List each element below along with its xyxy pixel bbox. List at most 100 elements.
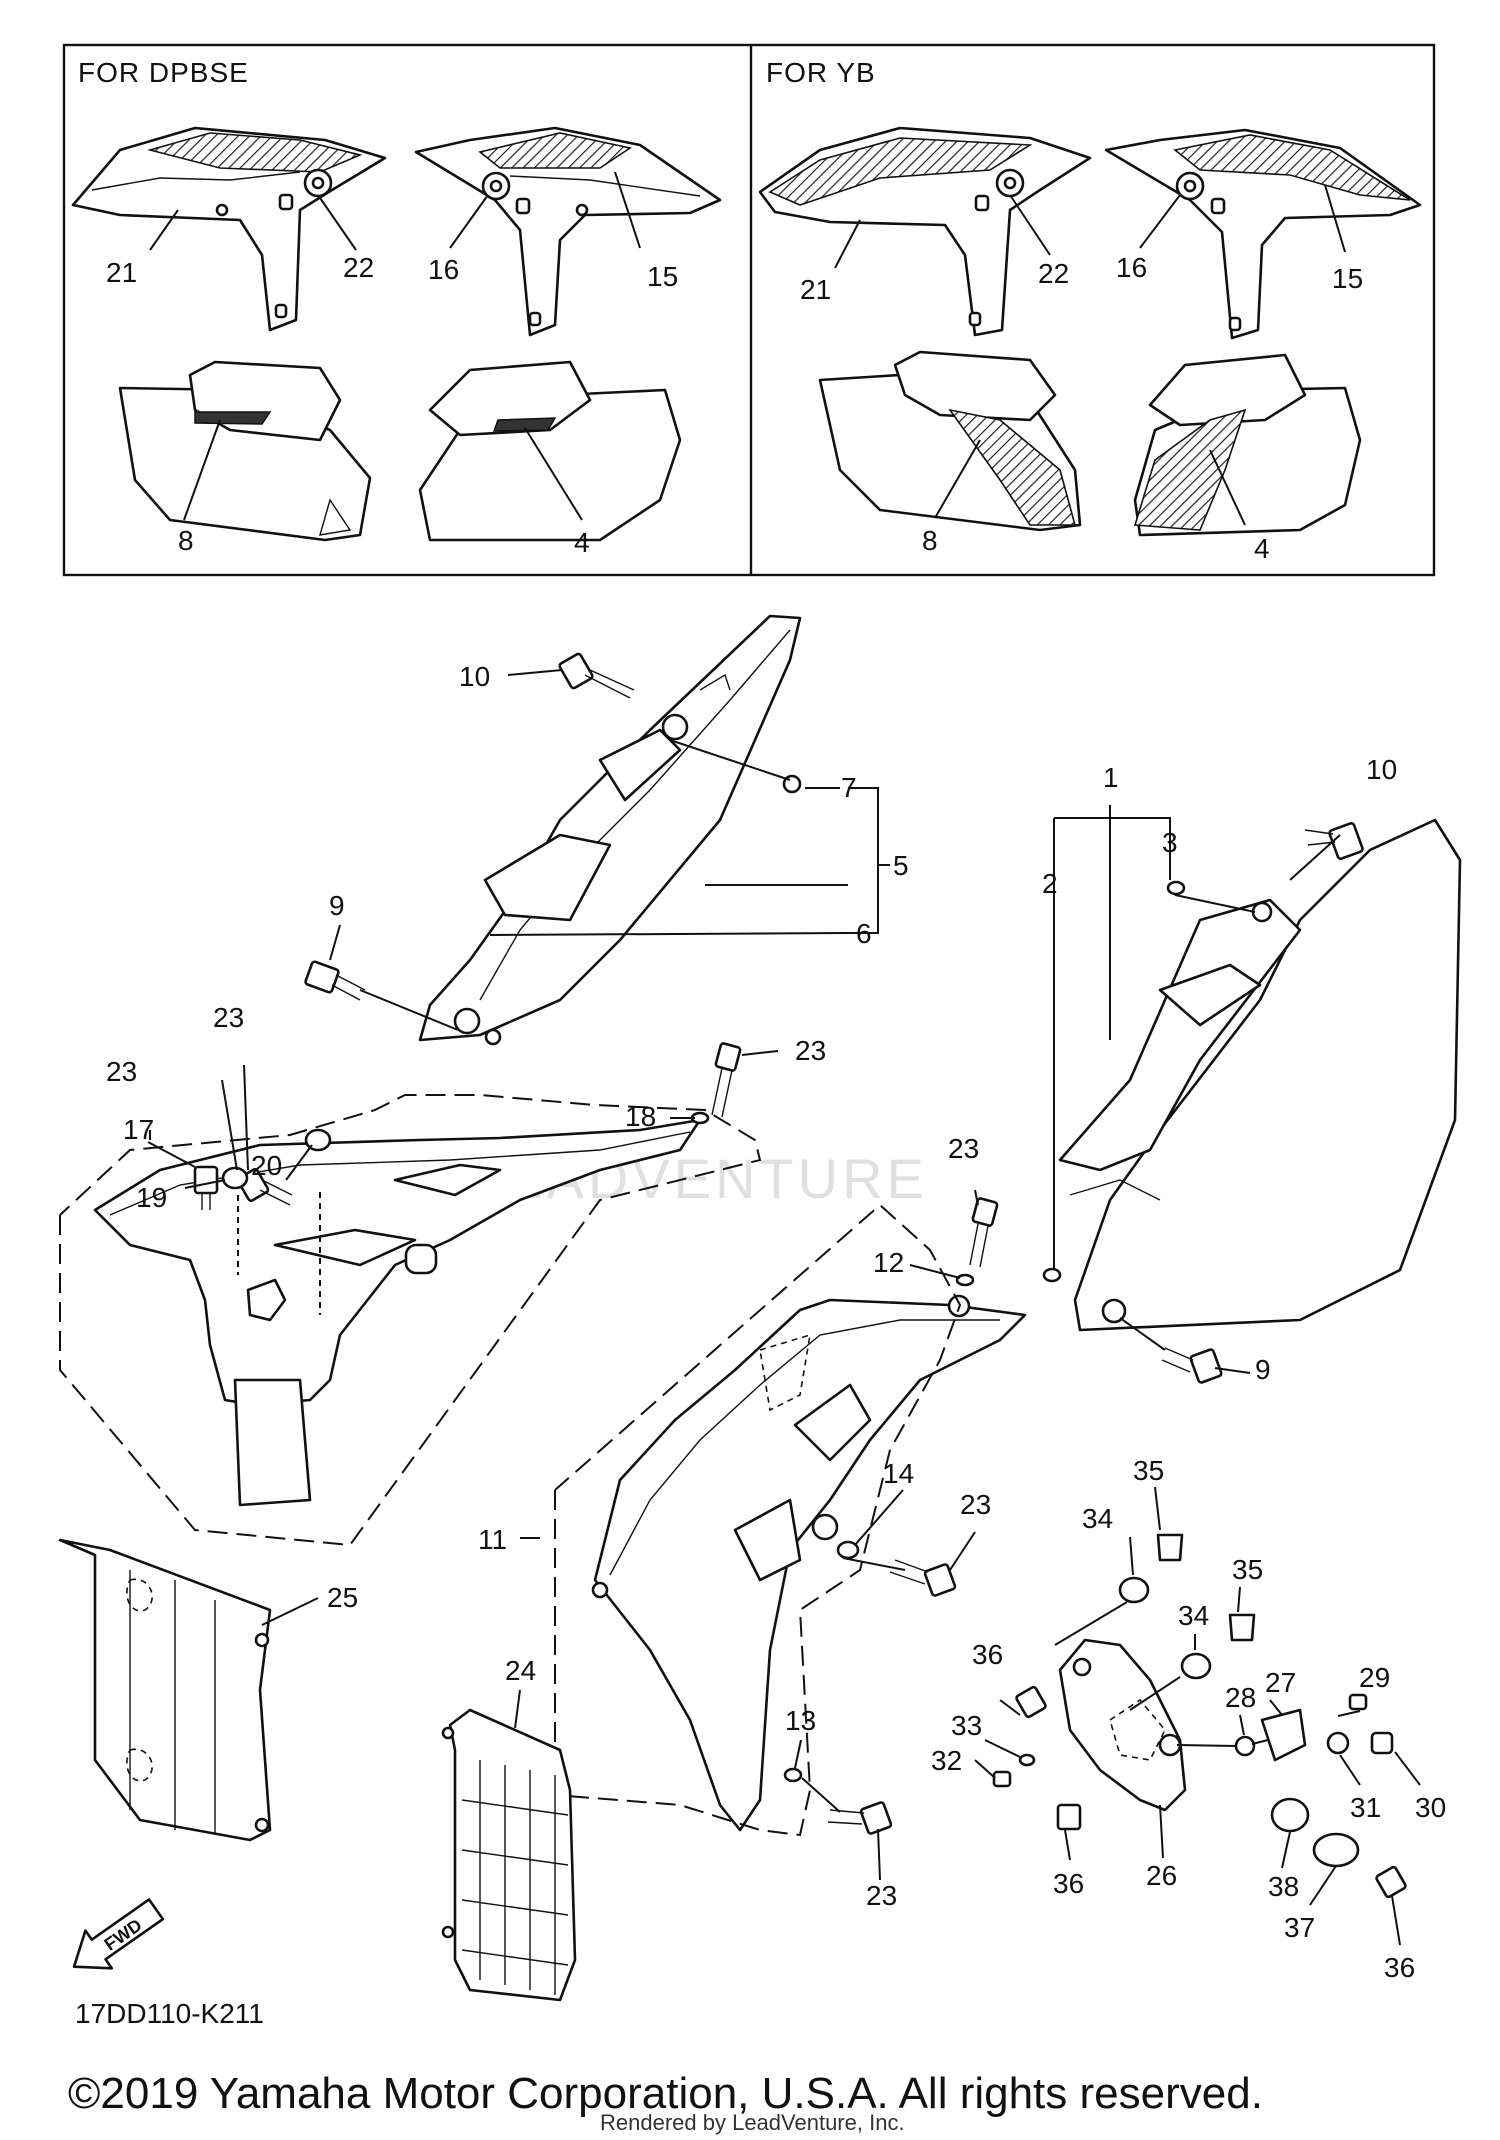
- callout-inset-yb-15: 15: [1332, 263, 1363, 294]
- callout-13: 13: [785, 1705, 816, 1736]
- nut-32: [992, 1770, 1012, 1788]
- washer-6: [484, 1028, 502, 1046]
- collar-38: [1270, 1797, 1310, 1833]
- screw-29: [1348, 1693, 1368, 1711]
- callout-26: 26: [1146, 1860, 1177, 1891]
- callout-inset-yb-16: 16: [1116, 252, 1147, 283]
- callout-3: 3: [1162, 827, 1178, 858]
- callout-24: 24: [505, 1655, 536, 1686]
- bolt-23-d: [969, 1197, 999, 1268]
- callout-1: 1: [1103, 762, 1119, 793]
- inset-dpbse-sidecover-right: [418, 360, 682, 542]
- bolt-36-b: [1056, 1803, 1082, 1831]
- bolt-36-c: [1375, 1865, 1407, 1899]
- bolt-10-upper: [558, 652, 635, 699]
- grommet-2: [1042, 1267, 1062, 1283]
- bolt-23-e: [889, 1559, 957, 1597]
- damper-34a: [1118, 1576, 1150, 1604]
- callout-7: 7: [841, 772, 857, 803]
- callout-34-a: 34: [1082, 1503, 1113, 1534]
- clip-28: [1234, 1735, 1256, 1757]
- inset-dpbse-callouts: 21 22 16 15 8 4: [106, 171, 678, 558]
- callout-30: 30: [1415, 1792, 1446, 1823]
- callout-9-upper: 9: [329, 890, 345, 921]
- callout-20: 20: [251, 1150, 282, 1181]
- drawing-code: 17DD110-K211: [75, 1998, 264, 2029]
- inset-yb-callouts: 21 22 16 15 8 4: [800, 184, 1363, 564]
- bolt-23-f: [827, 1801, 893, 1835]
- callout-10-upper: 10: [459, 661, 490, 692]
- callout-23-d: 23: [948, 1133, 979, 1164]
- callout-14: 14: [883, 1458, 914, 1489]
- callout-17: 17: [123, 1114, 154, 1145]
- side-cover-right: [1058, 818, 1462, 1332]
- callout-29: 29: [1359, 1662, 1390, 1693]
- inset-yb-sidecover-right: [1133, 353, 1362, 537]
- washer-33: [1018, 1753, 1036, 1767]
- shroud-right-assembly-outline: [554, 1203, 962, 1837]
- callout-labels: 10 7 5 6 9 1 2 3 10 9 23 23 23 17 18 19 …: [106, 661, 1446, 1983]
- callout-inset-dpbse-16: 16: [428, 254, 459, 285]
- callout-inset-dpbse-22: 22: [343, 252, 374, 283]
- callout-5: 5: [893, 850, 909, 881]
- callout-2: 2: [1042, 868, 1058, 899]
- bolt-10-right: [1304, 822, 1364, 860]
- callout-35-b: 35: [1232, 1554, 1263, 1585]
- callout-6: 6: [856, 918, 872, 949]
- callout-inset-yb-22: 22: [1038, 258, 1069, 289]
- callout-23-b: 23: [106, 1056, 137, 1087]
- inset-title-dpbse: FOR DPBSE: [78, 57, 249, 88]
- callout-inset-yb-4: 4: [1254, 533, 1270, 564]
- inset-title-yb: FOR YB: [766, 57, 876, 88]
- callout-23-c: 23: [795, 1035, 826, 1066]
- damper-34b: [1180, 1652, 1212, 1680]
- damper-37: [1312, 1832, 1360, 1868]
- inset-yb-sidecover-left: [818, 350, 1082, 532]
- callout-31: 31: [1350, 1792, 1381, 1823]
- shroud-right-assembly: [591, 1294, 1027, 1832]
- callout-38: 38: [1268, 1871, 1299, 1902]
- bolt-36-a: [1015, 1685, 1047, 1719]
- callout-36-c: 36: [1384, 1952, 1415, 1983]
- callout-inset-dpbse-4: 4: [574, 527, 590, 558]
- callout-23-a: 23: [213, 1002, 244, 1033]
- bolt-23-c: [711, 1042, 742, 1118]
- bolt-23-a: [193, 1165, 219, 1210]
- callout-32: 32: [931, 1745, 962, 1776]
- radiator-guard: [441, 1708, 577, 2002]
- leader-lines: [147, 669, 1421, 1946]
- callout-19: 19: [136, 1182, 167, 1213]
- copyright-notice: ©2019 Yamaha Motor Corporation, U.S.A. A…: [68, 2069, 1263, 2118]
- collar-19: [221, 1166, 249, 1190]
- bolt-9-right: [1161, 1347, 1223, 1384]
- callout-36-a: 36: [972, 1639, 1003, 1670]
- grommet-3: [1166, 880, 1186, 896]
- rendered-by-credit: Rendered by LeadVenture, Inc.: [600, 2110, 905, 2135]
- callout-10-right: 10: [1366, 754, 1397, 785]
- callout-35-a: 35: [1133, 1455, 1164, 1486]
- inset-dpbse-sidecover-left: [118, 360, 372, 542]
- collar-35a: [1156, 1533, 1184, 1562]
- callout-28: 28: [1225, 1682, 1256, 1713]
- callout-inset-yb-8: 8: [922, 525, 938, 556]
- callout-33: 33: [951, 1710, 982, 1741]
- callout-25: 25: [327, 1582, 358, 1613]
- shroud-left-assembly-outline: [59, 1094, 762, 1547]
- inset-dpbse-shroud-left: [71, 126, 387, 332]
- callout-27: 27: [1265, 1667, 1296, 1698]
- callout-inset-yb-21: 21: [800, 274, 831, 305]
- bolt-9-upper: [304, 960, 366, 1001]
- callout-36-b: 36: [1053, 1868, 1084, 1899]
- callout-12: 12: [873, 1247, 904, 1278]
- callout-37: 37: [1284, 1912, 1315, 1943]
- callout-inset-dpbse-21: 21: [106, 257, 137, 288]
- fwd-arrow-icon: FWD: [72, 1898, 165, 1970]
- callout-11: 11: [478, 1524, 507, 1555]
- fasteners-small: [221, 774, 1407, 1899]
- plate-assembly: [1058, 1638, 1187, 1812]
- bolt-30: [1370, 1731, 1394, 1755]
- callout-23-e: 23: [960, 1489, 991, 1520]
- variant-inset-box: FOR DPBSE FOR YB: [62, 43, 1436, 577]
